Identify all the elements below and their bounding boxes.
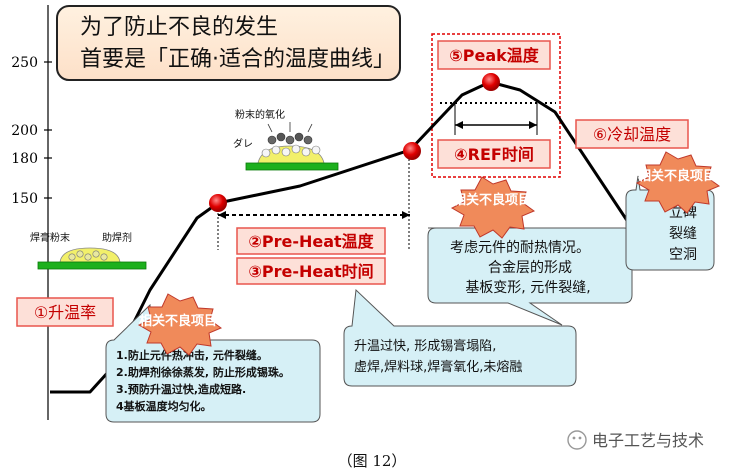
flux-label: 助焊剂 (102, 231, 132, 244)
burst-badge-preheat: 相关不良项目 (450, 176, 536, 239)
svg-text:③Pre-Heat时间: ③Pre-Heat时间 (248, 262, 373, 281)
svg-text:相关不良项目: 相关不良项目 (638, 168, 716, 184)
callout-rise-line2: 2.助焊剂徐徐蒸发, 防止形成锡珠。 (116, 365, 290, 379)
callout-preheat-line2: 虚焊,焊料球,焊膏氧化,未熔融 (354, 359, 522, 375)
zone-label-ref-time: ④REF时间 (437, 139, 551, 169)
y-tick-150: 150 (11, 191, 38, 207)
callout-reflow-line3: 基板变形, 元件裂缝, (465, 279, 590, 296)
callout-preheat: 升温过快, 形成锡膏塌陷, 虚焊,焊料球,焊膏氧化,未熔融 (343, 288, 577, 387)
oxide-label: 粉末的氧化 (235, 108, 285, 121)
callout-rise-line1: 1.防止元件热冲击, 元件裂缝。 (116, 348, 268, 362)
powder-oxidation-illustration: 粉末的氧化 ダレ (233, 108, 339, 171)
svg-text:⑥冷却温度: ⑥冷却温度 (593, 125, 671, 144)
y-tick-250: 250 (11, 55, 38, 71)
y-tick-180: 180 (11, 151, 38, 167)
callout-rise-line4: 4基板温度均匀化。 (116, 399, 212, 413)
burst-badge-cooling: 相关不良项目 (635, 151, 721, 214)
preheat-start-dot (209, 194, 227, 212)
reflow-start-dot (403, 142, 421, 160)
callout-reflow-line2: 合金层的形成 (488, 260, 572, 276)
callout-reflow-line1: 考虑元件的耐热情况。 (450, 240, 590, 256)
callout-cooling-line2: 裂缝 (669, 226, 697, 242)
callout-cooling-line3: 空洞 (669, 247, 697, 263)
svg-text:电子工艺与技术: 电子工艺与技术 (592, 431, 704, 450)
title-line2: 首要是「正确·适合的温度曲线」 (80, 47, 395, 72)
svg-text:相关不良项目: 相关不良项目 (453, 192, 531, 208)
zone-label-rise: ①升温率 (16, 297, 114, 327)
svg-text:相关不良项目: 相关不良项目 (139, 313, 217, 329)
svg-text:②Pre-Heat温度: ②Pre-Heat温度 (248, 232, 374, 251)
title-box (56, 5, 401, 81)
figure-caption: （图 12） (338, 452, 407, 470)
peak-region (431, 33, 561, 178)
y-tick-200: 200 (11, 123, 38, 139)
zone-label-preheat-temp: ②Pre-Heat温度 (236, 227, 386, 255)
peak-dot (482, 73, 500, 91)
svg-text:⑤Peak温度: ⑤Peak温度 (449, 46, 540, 65)
callout-rise-line3: 3.预防升温过快,造成短路. (116, 382, 246, 396)
drip-label: ダレ (233, 137, 253, 150)
zone-label-cooling: ⑥冷却温度 (575, 119, 689, 149)
svg-text:④REF时间: ④REF时间 (454, 145, 534, 164)
zone-label-preheat-time: ③Pre-Heat时间 (236, 257, 386, 285)
title-line1: 为了防止不良的发生 (80, 15, 278, 40)
burst-badge-rise: 相关不良项目 (137, 293, 223, 356)
callout-rise: 1.防止元件热冲击, 元件裂缝。 2.助焊剂徐徐蒸发, 防止形成锡珠。 3.预防… (105, 303, 321, 423)
wechat-icon (567, 430, 587, 450)
paste-powder-label: 焊膏粉末 (30, 231, 70, 244)
callout-preheat-line1: 升温过快, 形成锡膏塌陷, (354, 338, 496, 354)
zone-label-peak: ⑤Peak温度 (437, 40, 551, 70)
callout-reflow: 考虑元件的耐热情况。 合金层的形成 基板变形, 元件裂缝, (427, 227, 633, 326)
watermark: 电子工艺与技术 (567, 430, 704, 450)
svg-text:①升温率: ①升温率 (34, 303, 96, 322)
solder-paste-illustration: 焊膏粉末 助焊剂 (30, 231, 147, 270)
